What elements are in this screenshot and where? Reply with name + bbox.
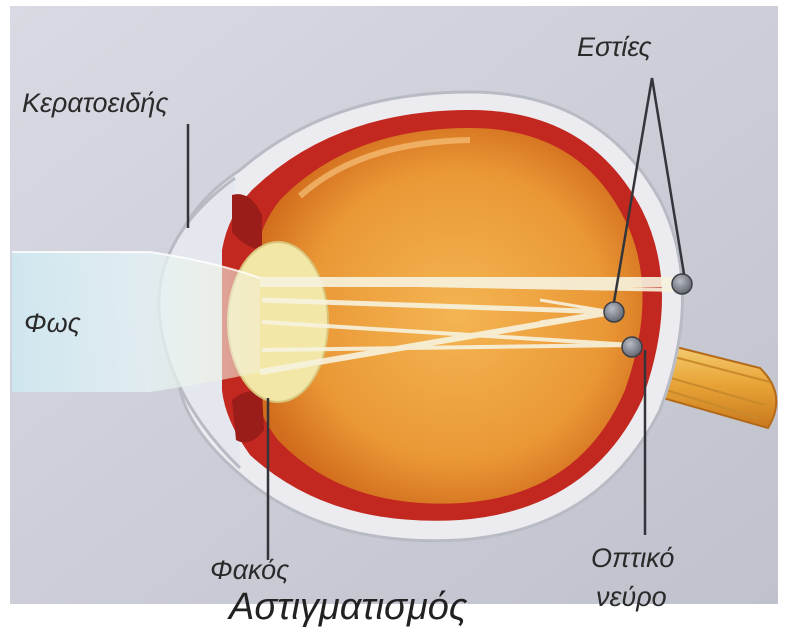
iris-lower bbox=[232, 391, 264, 442]
label-optic-nerve-line2: νεύρο bbox=[596, 582, 667, 613]
label-lens: Φακός bbox=[210, 555, 289, 586]
focal-point-2 bbox=[604, 302, 624, 322]
focal-point-3 bbox=[622, 337, 642, 357]
label-optic-nerve-line1: Οπτικό bbox=[591, 543, 674, 574]
diagram-title: Αστιγματισμός bbox=[229, 586, 467, 629]
label-foci: Εστίες bbox=[577, 32, 652, 63]
focal-point-1 bbox=[672, 274, 692, 294]
label-light: Φως bbox=[24, 308, 81, 339]
label-cornea: Κερατοειδής bbox=[22, 88, 168, 119]
